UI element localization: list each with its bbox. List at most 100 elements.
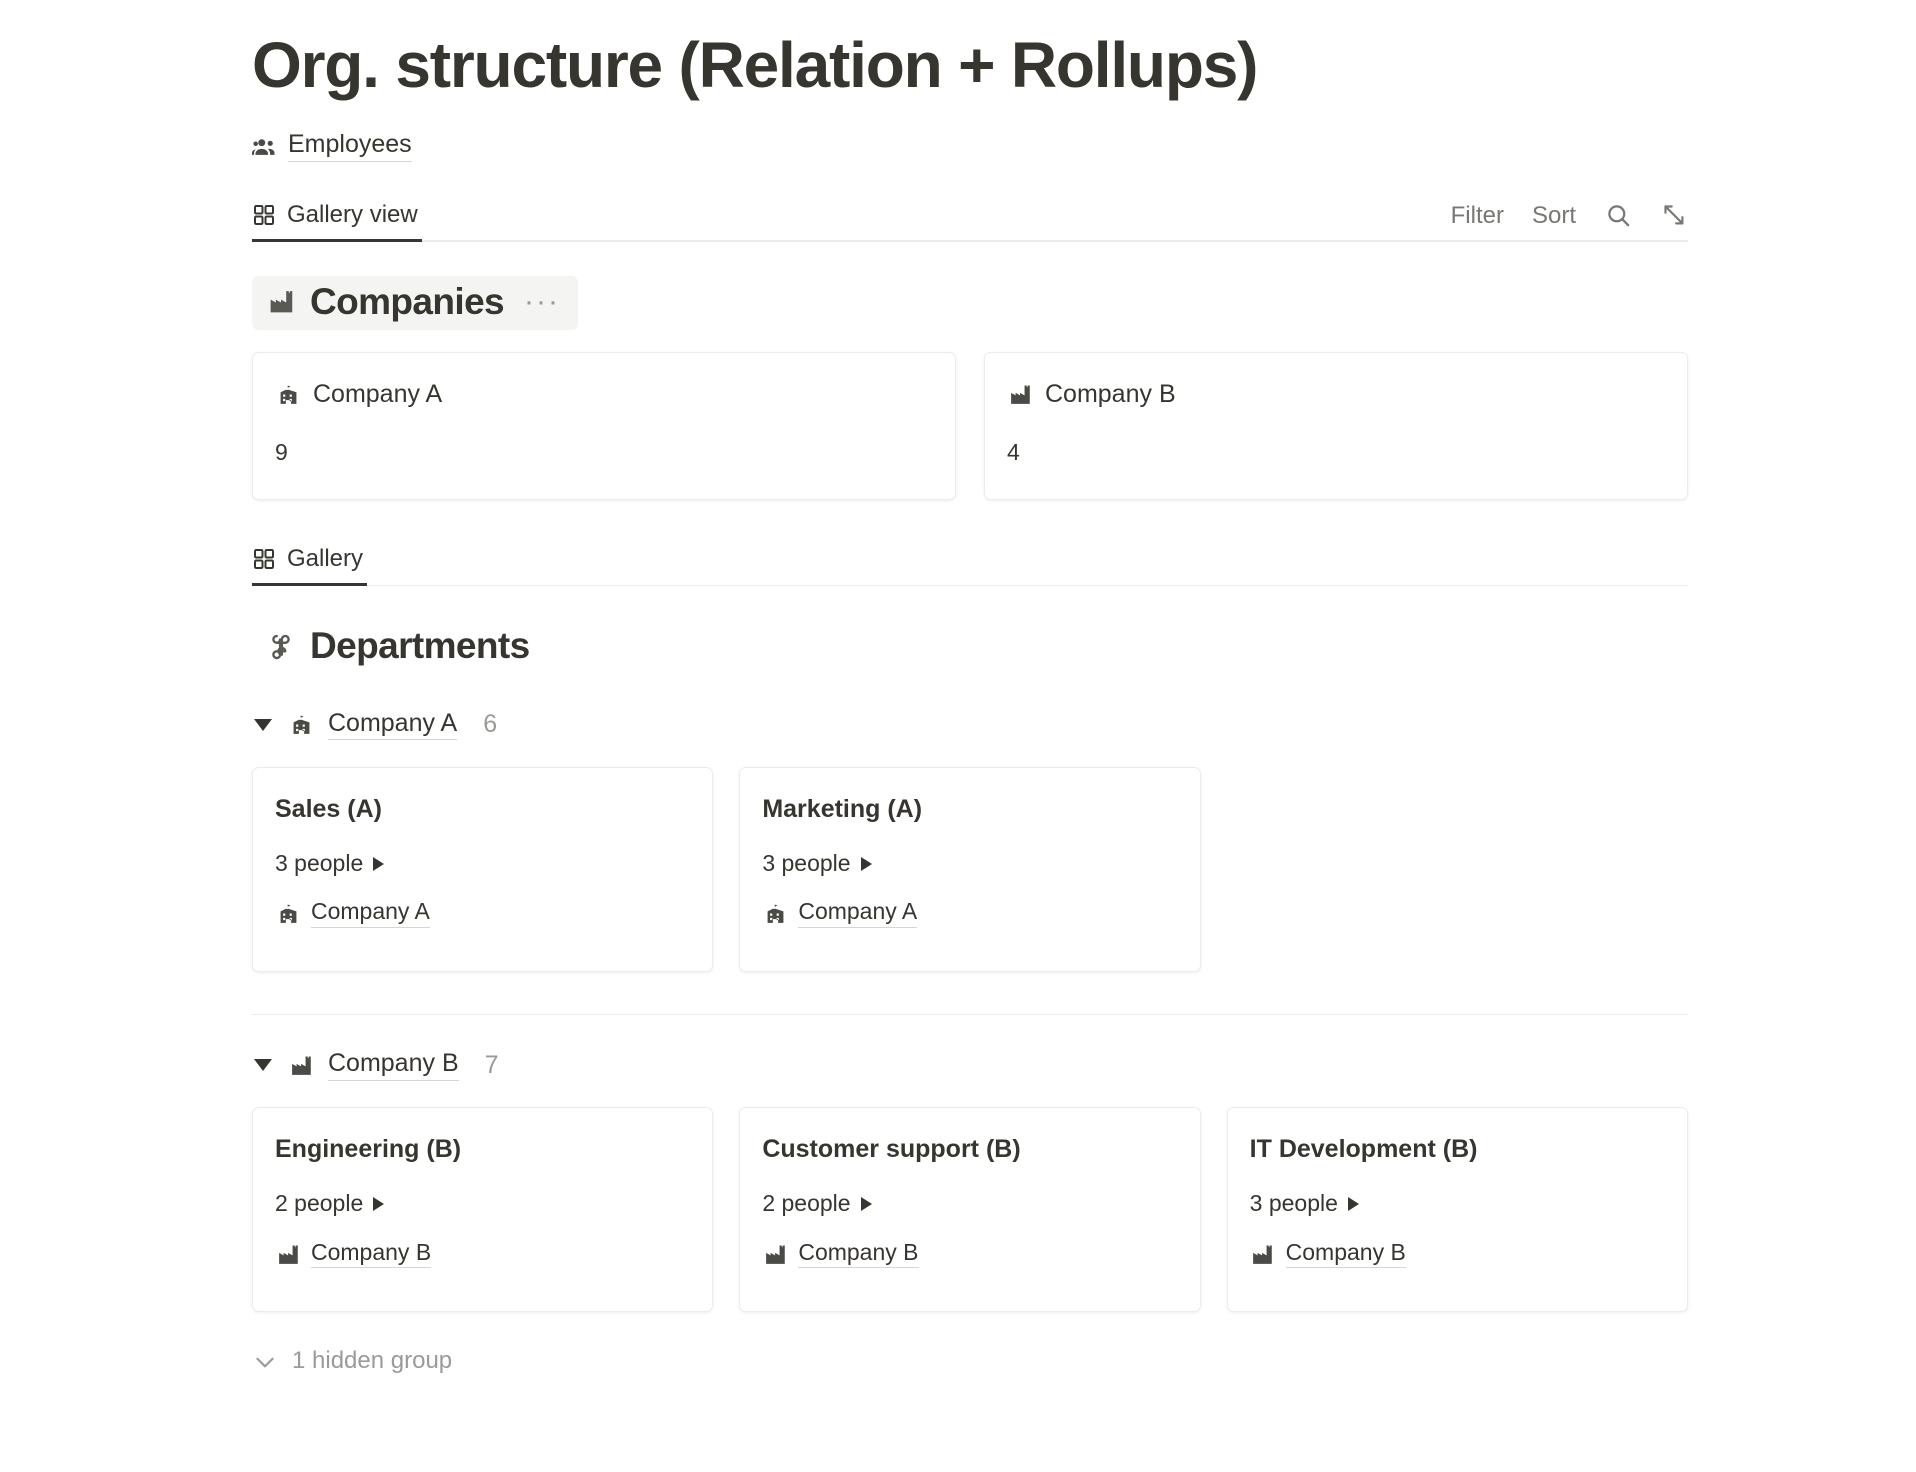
departments-view-toolbar: Gallery: [252, 530, 1688, 587]
expand-diagonal-icon[interactable]: [1660, 202, 1688, 230]
companies-database-title: Companies: [310, 280, 505, 322]
group-header-company-b[interactable]: Company B 7: [252, 1045, 1688, 1085]
departments-database-header[interactable]: Departments: [252, 620, 548, 675]
chevron-down-icon: [252, 1349, 278, 1375]
department-card-relation[interactable]: Company B: [275, 1239, 690, 1269]
grid-spacer: [1227, 767, 1688, 972]
school-building-icon: [275, 381, 301, 407]
department-card-rollup: 2 people: [275, 1190, 690, 1218]
group-header-company-a[interactable]: Company A 6: [252, 705, 1688, 745]
company-card-title: Company B: [1045, 380, 1176, 409]
department-card-rollup: 2 people: [762, 1190, 1177, 1218]
page-content: Org. structure (Relation + Rollups) Empl…: [252, 0, 1688, 1375]
department-card[interactable]: Sales (A) 3 people Company A: [252, 766, 714, 972]
triangle-right-icon[interactable]: [1347, 1197, 1359, 1212]
department-card-relation[interactable]: Company B: [762, 1239, 1177, 1269]
school-building-icon: [275, 901, 301, 927]
department-card-title-row: Marketing (A): [762, 794, 1177, 824]
departments-card-grid-company-b: Engineering (B) 2 people Company B: [252, 1107, 1688, 1313]
department-card-rollup-label: 2 people: [762, 1190, 851, 1217]
company-card-title: Company A: [313, 380, 443, 409]
department-card[interactable]: Engineering (B) 2 people Company B: [252, 1107, 714, 1313]
department-card-rollup-label: 3 people: [275, 849, 364, 876]
tab-gallery-view-label: Gallery view: [287, 200, 418, 228]
group-divider: [252, 1013, 1688, 1016]
company-card[interactable]: Company B 4: [984, 352, 1688, 501]
factory-icon: [1007, 381, 1033, 407]
factory-icon: [266, 287, 296, 317]
gallery-grid-icon: [252, 203, 276, 227]
department-card[interactable]: IT Development (B) 3 people Company B: [1226, 1107, 1688, 1313]
triangle-right-icon[interactable]: [373, 856, 385, 871]
companies-more-options-icon[interactable]: ···: [524, 284, 561, 318]
departments-view-tab-list: Gallery: [252, 530, 387, 587]
triangle-down-icon[interactable]: [252, 1054, 274, 1076]
department-card-rollup: 3 people: [1250, 1190, 1665, 1218]
department-card-title-row: Engineering (B): [275, 1134, 690, 1164]
triangle-right-icon[interactable]: [860, 856, 872, 871]
company-card-value: 9: [275, 439, 288, 466]
department-card-title: Sales (A): [275, 794, 382, 823]
department-card-title-row: Sales (A): [275, 794, 690, 824]
hidden-group-toggle[interactable]: 1 hidden group: [252, 1347, 1688, 1375]
view-toolbar: Gallery view Filter Sort: [252, 186, 1688, 242]
triangle-right-icon[interactable]: [860, 1197, 872, 1212]
factory-icon: [762, 1241, 788, 1267]
companies-database-header[interactable]: Companies ···: [252, 275, 579, 331]
filter-button[interactable]: Filter: [1450, 201, 1504, 229]
department-card-relation-label[interactable]: Company B: [1285, 1239, 1406, 1269]
departments-database-title: Departments: [310, 625, 530, 667]
tab-gallery[interactable]: Gallery: [252, 545, 387, 587]
group-count: 6: [483, 710, 498, 739]
department-card-rollup-label: 3 people: [762, 849, 851, 876]
company-card-value: 4: [1007, 439, 1020, 466]
department-card-relation-label[interactable]: Company A: [311, 899, 430, 928]
department-card-relation-label[interactable]: Company B: [798, 1239, 919, 1269]
school-building-icon: [762, 901, 788, 927]
departments-card-grid-company-a: Sales (A) 3 people Company A: [252, 766, 1688, 972]
tab-gallery-label: Gallery: [287, 545, 364, 573]
group-count: 7: [484, 1050, 499, 1079]
company-card[interactable]: Company A 9: [252, 352, 956, 501]
factory-icon: [288, 1052, 314, 1078]
group-label[interactable]: Company B: [328, 1050, 459, 1081]
department-card-title-row: Customer support (B): [762, 1134, 1177, 1164]
department-card-rollup-label: 3 people: [1249, 1190, 1338, 1217]
school-building-icon: [288, 712, 314, 738]
search-icon[interactable]: [1604, 202, 1632, 230]
department-card-rollup-label: 2 people: [275, 1190, 364, 1217]
source-database-link[interactable]: Employees: [252, 130, 1688, 164]
factory-icon: [275, 1241, 301, 1267]
source-database-label: Employees: [288, 131, 412, 162]
department-card-relation[interactable]: Company A: [762, 899, 1177, 928]
department-card-relation[interactable]: Company A: [275, 899, 690, 928]
triangle-down-icon[interactable]: [252, 714, 274, 736]
department-card-relation[interactable]: Company B: [1250, 1239, 1665, 1269]
group-label[interactable]: Company A: [328, 709, 458, 741]
department-card[interactable]: Marketing (A) 3 people Company A: [739, 766, 1201, 972]
view-tab-list: Gallery view: [252, 186, 442, 242]
department-card-rollup: 3 people: [762, 850, 1177, 878]
department-card[interactable]: Customer support (B) 2 people Company B: [739, 1107, 1201, 1313]
sort-button[interactable]: Sort: [1531, 201, 1576, 229]
factory-icon: [1250, 1241, 1276, 1267]
page-title: Org. structure (Relation + Rollups): [252, 29, 1258, 101]
department-card-relation-label[interactable]: Company B: [311, 1239, 432, 1269]
department-card-title-row: IT Development (B): [1250, 1134, 1665, 1164]
triangle-right-icon[interactable]: [373, 1197, 385, 1212]
toolbar-actions: Filter Sort: [1451, 202, 1688, 242]
department-card-title: IT Development (B): [1249, 1135, 1478, 1164]
department-card-title: Engineering (B): [275, 1135, 462, 1164]
hidden-group-label: 1 hidden group: [292, 1347, 453, 1375]
tab-gallery-view[interactable]: Gallery view: [252, 201, 442, 242]
department-card-title: Marketing (A): [762, 794, 923, 823]
command-clover-icon: [266, 632, 296, 662]
department-card-title: Customer support (B): [762, 1135, 1021, 1164]
people-group-icon: [252, 134, 278, 160]
department-card-rollup: 3 people: [275, 850, 690, 878]
department-card-relation-label[interactable]: Company A: [798, 899, 918, 928]
gallery-grid-icon: [252, 547, 276, 571]
company-card-title-row: Company A: [275, 379, 933, 409]
company-card-title-row: Company B: [1007, 379, 1665, 409]
